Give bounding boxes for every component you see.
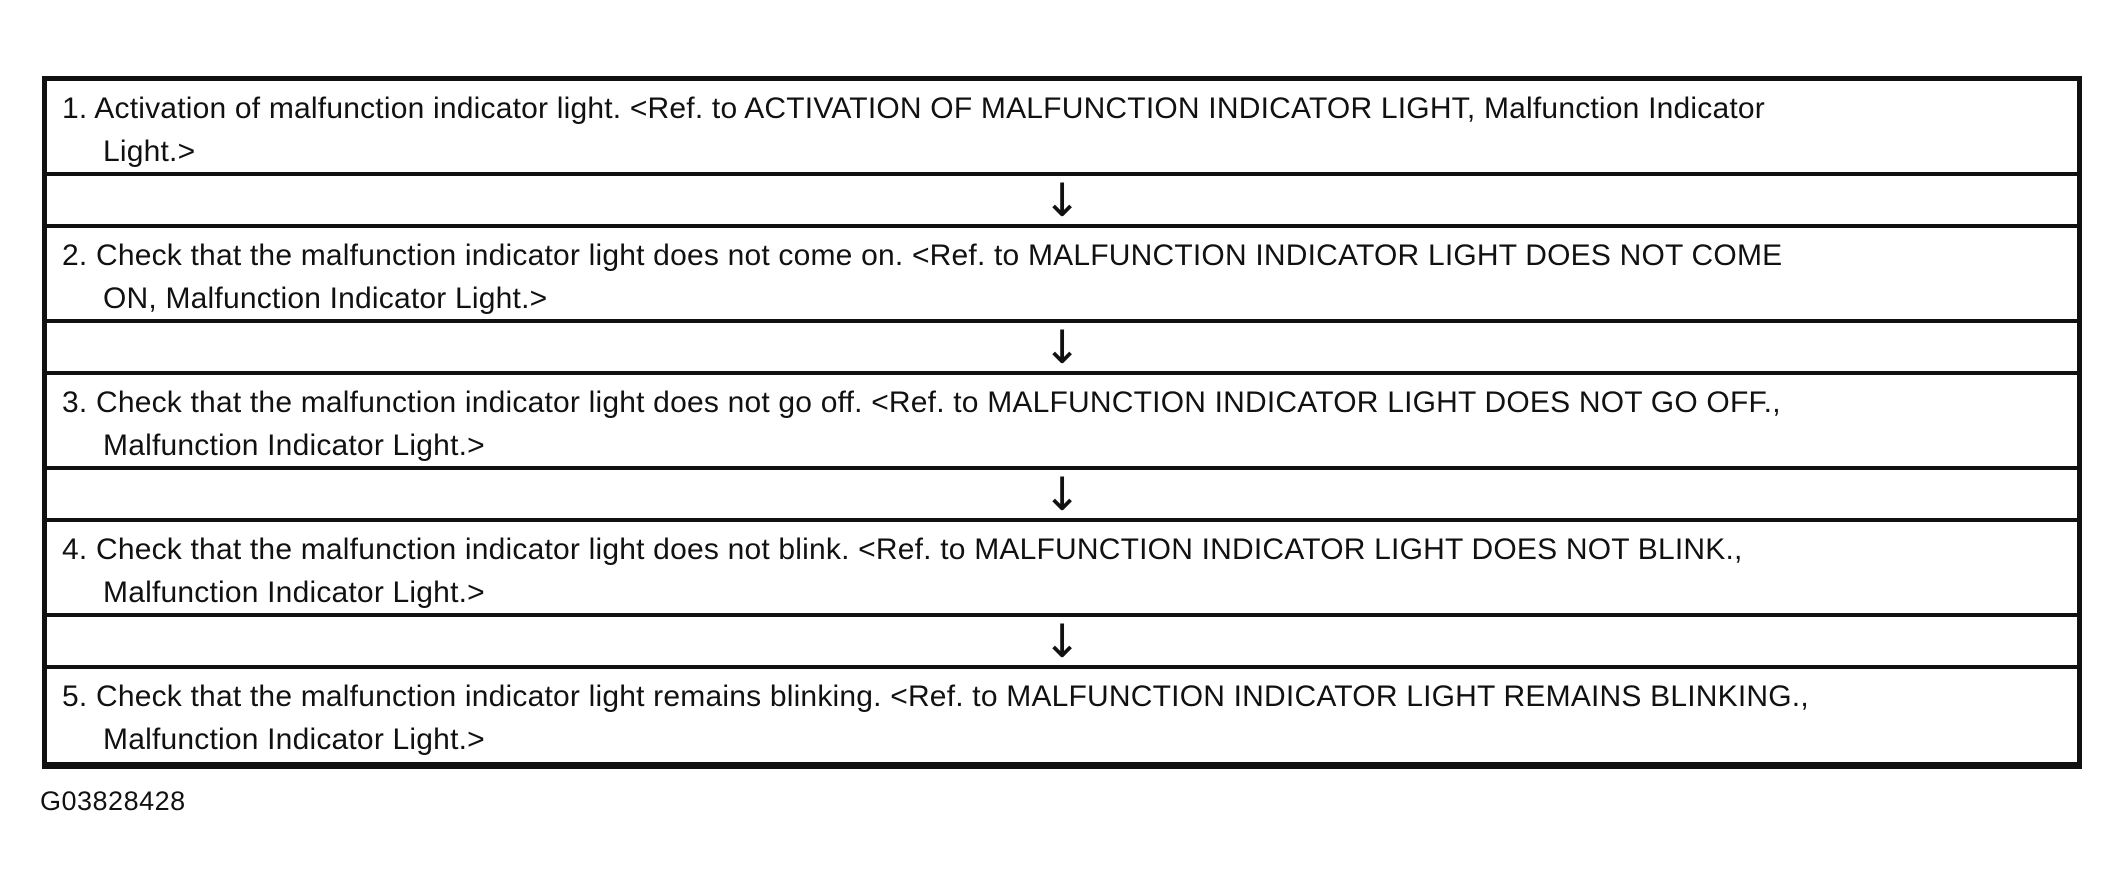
step-1-box: 1. Activation of malfunction indicator l… xyxy=(47,81,2077,176)
step-5-box: 5. Check that the malfunction indicator … xyxy=(47,669,2077,762)
step-4-text-line-2: Malfunction Indicator Light.> xyxy=(103,576,485,609)
down-arrow-icon: ↓ xyxy=(1042,320,1082,374)
arrow-row-3: ↓ xyxy=(47,470,2077,522)
arrow-row-4: ↓ xyxy=(47,617,2077,669)
arrow-row-1: ↓ xyxy=(47,176,2077,228)
step-3-box: 3. Check that the malfunction indicator … xyxy=(47,375,2077,470)
step-5-text-line-2: Malfunction Indicator Light.> xyxy=(103,723,485,756)
step-3-text-line-1: 3. Check that the malfunction indicator … xyxy=(62,386,1781,419)
figure-id-label: G03828428 xyxy=(40,786,186,816)
flowchart-table: 1. Activation of malfunction indicator l… xyxy=(42,76,2082,769)
step-4-box: 4. Check that the malfunction indicator … xyxy=(47,522,2077,617)
arrow-row-2: ↓ xyxy=(47,323,2077,375)
down-arrow-icon: ↓ xyxy=(1042,173,1082,227)
step-4-text-line-1: 4. Check that the malfunction indicator … xyxy=(62,533,1743,566)
down-arrow-icon: ↓ xyxy=(1042,467,1082,521)
step-3-text-line-2: Malfunction Indicator Light.> xyxy=(103,429,485,462)
step-1-text-line-1: 1. Activation of malfunction indicator l… xyxy=(62,92,1765,125)
step-2-text-line-2: ON, Malfunction Indicator Light.> xyxy=(103,282,548,315)
step-5-text-line-1: 5. Check that the malfunction indicator … xyxy=(62,680,1809,713)
step-2-box: 2. Check that the malfunction indicator … xyxy=(47,228,2077,323)
down-arrow-icon: ↓ xyxy=(1042,614,1082,668)
step-2-text-line-1: 2. Check that the malfunction indicator … xyxy=(62,239,1783,272)
step-1-text-line-2: Light.> xyxy=(103,135,196,168)
